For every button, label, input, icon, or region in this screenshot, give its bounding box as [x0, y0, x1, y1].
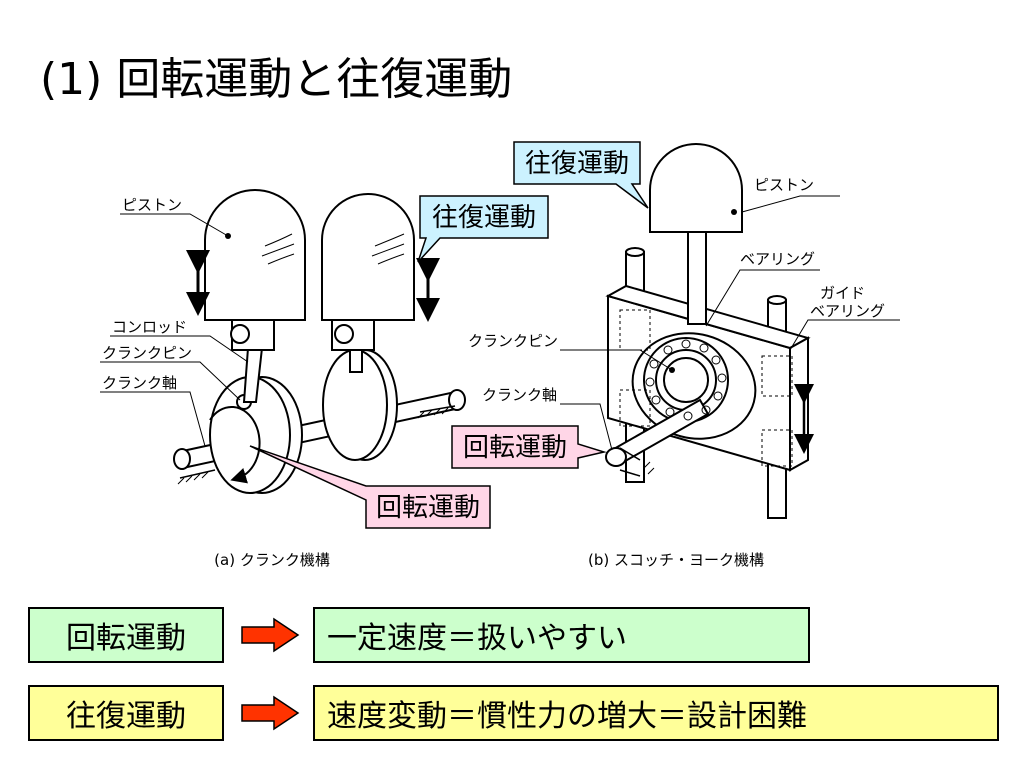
- b-crankshaft-label: クランク軸: [482, 386, 557, 404]
- b-guide-bearing-label-2: ベアリング: [810, 302, 885, 320]
- right-arrow-icon: [241, 695, 300, 731]
- b-rotary-callout: 回転運動: [463, 433, 567, 463]
- b-guide-bearing-label-1: ガイド: [820, 284, 865, 302]
- a-piston-label: ピストン: [122, 196, 182, 214]
- reciprocating-motion-description: 速度変動＝慣性力の増大＝設計困難: [313, 685, 999, 741]
- b-bearing-label: ベアリング: [740, 250, 815, 268]
- a-caption: (a) クランク機構: [214, 551, 330, 569]
- a-rotary-callout: 回転運動: [376, 493, 480, 523]
- scotch-yoke-drawing: [605, 143, 811, 519]
- crank-mechanism-drawing: [173, 189, 466, 494]
- b-piston-label: ピストン: [754, 176, 814, 194]
- a-reciprocating-callout: 往復運動: [432, 203, 536, 233]
- b-crankpin-label: クランクピン: [468, 332, 558, 350]
- a-crankpin-label: クランクピン: [102, 344, 192, 362]
- reciprocating-motion-label: 往復運動: [28, 685, 224, 741]
- a-conrod-label: コンロッド: [112, 318, 187, 336]
- right-arrow-icon: [241, 617, 300, 653]
- b-reciprocating-callout: 往復運動: [525, 149, 629, 179]
- a-crankshaft-label: クランク軸: [102, 374, 177, 392]
- rotary-motion-label: 回転運動: [28, 607, 224, 663]
- slide-title: (1) 回転運動と往復運動: [40, 54, 513, 105]
- rotary-motion-description: 一定速度＝扱いやすい: [313, 607, 810, 663]
- b-caption: (b) スコッチ・ヨーク機構: [588, 551, 764, 569]
- mechanism-figure: ピストン コンロッド クランクピン クランク軸 往復運動 回転運動 (a) クラ…: [100, 141, 900, 569]
